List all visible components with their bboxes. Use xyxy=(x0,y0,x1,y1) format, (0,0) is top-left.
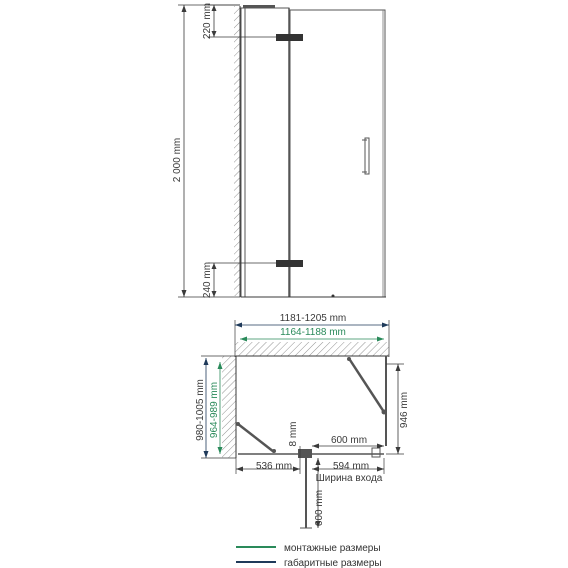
elevation-view: 2 000 mm 220 mm 240 mm xyxy=(172,3,386,298)
wall-profile xyxy=(240,7,246,298)
bottom-hinge-dimension: 240 mm xyxy=(202,262,213,298)
back-wall-hatch xyxy=(235,342,389,356)
top-hinge xyxy=(276,34,303,41)
gap-dimension: 8 mm xyxy=(288,422,299,447)
legend: монтажные размеры габаритные размеры xyxy=(236,543,382,568)
fixed-glass-panel xyxy=(244,7,290,298)
entry-width-label: Ширина входа xyxy=(316,473,383,484)
legend-mount-label: монтажные размеры xyxy=(284,543,381,554)
door-handle xyxy=(364,137,370,175)
legend-overall-label: габаритные размеры xyxy=(284,557,382,568)
right-fixed-dimension: 594 mm xyxy=(333,461,369,472)
side-panel-dimension: 946 mm xyxy=(399,392,410,428)
bottom-hinge xyxy=(276,260,303,267)
mount-width-dimension: 1164-1188 mm xyxy=(280,327,346,338)
top-hinge-dimension: 220 mm xyxy=(202,3,213,39)
door-width-dimension: 600 mm xyxy=(331,435,367,446)
door-glass xyxy=(289,9,386,298)
overall-width-dimension: 1181-1205 mm xyxy=(280,313,347,324)
door-swing-dimension: 600 mm xyxy=(314,490,325,526)
front-hinge-block xyxy=(298,449,312,458)
top-rail xyxy=(243,5,275,8)
left-fixed-dimension: 536 mm xyxy=(256,461,292,472)
left-wall-hatch xyxy=(222,356,236,458)
plan-view: 1181-1205 mm 1164-1188 mm 980-1005 m xyxy=(195,313,410,529)
overall-depth-dimension: 980-1005 mm xyxy=(195,379,206,441)
height-dimension: 2 000 mm xyxy=(172,138,183,182)
wall-hatch xyxy=(234,6,240,296)
mount-depth-dimension: 964-989 mm xyxy=(209,382,220,438)
